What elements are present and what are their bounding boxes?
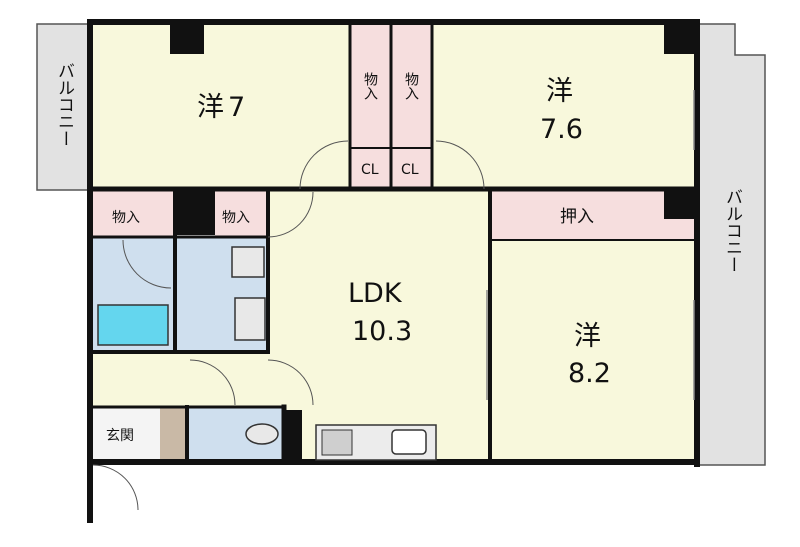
door-swing bbox=[267, 359, 314, 406]
toilet-icon bbox=[245, 423, 279, 445]
southeast-room-kind: 洋 bbox=[574, 321, 601, 352]
closet-4-label: 物入 bbox=[222, 210, 250, 226]
door-swing bbox=[122, 239, 172, 289]
ldk-size: 10.3 bbox=[352, 316, 412, 347]
pillar bbox=[173, 189, 215, 235]
pillar bbox=[170, 24, 204, 54]
west-balcony-label: バルコニー bbox=[54, 62, 74, 147]
door-swing bbox=[189, 359, 236, 406]
west-balcony bbox=[36, 23, 94, 191]
cl-2-area bbox=[391, 149, 432, 189]
west-room-size: 7 bbox=[228, 92, 245, 123]
ldk-kind: LDK bbox=[348, 278, 403, 309]
southeast-room-size: 8.2 bbox=[568, 358, 611, 389]
pillar bbox=[664, 24, 697, 54]
door-swing bbox=[435, 140, 485, 190]
pillar bbox=[664, 189, 697, 219]
oshiire-area bbox=[490, 191, 694, 239]
entrance-label: 玄関 bbox=[106, 427, 134, 444]
closet-3-label: 物入 bbox=[112, 210, 140, 226]
washbasin-icon bbox=[234, 297, 266, 341]
bathtub-icon bbox=[97, 304, 169, 346]
washing-machine-icon bbox=[231, 246, 265, 278]
ldk-floor bbox=[268, 189, 490, 461]
kitchen-sink-icon bbox=[391, 429, 427, 455]
closet-2-area bbox=[391, 24, 432, 147]
cl-1-area bbox=[350, 149, 391, 189]
closet-1-area bbox=[350, 24, 391, 147]
door-swing bbox=[92, 464, 139, 511]
cl-1-label: CL bbox=[361, 162, 379, 178]
east-balcony-label: バルコニー bbox=[722, 188, 742, 273]
closet-4-area bbox=[215, 191, 268, 237]
door-swing bbox=[267, 191, 314, 238]
closet-3-area bbox=[93, 191, 173, 237]
stove-icon bbox=[321, 429, 353, 456]
southeast-room-floor bbox=[490, 241, 694, 461]
cl-2-label: CL bbox=[401, 162, 419, 178]
pillar bbox=[284, 410, 302, 462]
genkan-step bbox=[160, 407, 185, 461]
west-room-floor bbox=[93, 24, 350, 189]
west-room-kind: 洋 bbox=[197, 92, 224, 123]
closet-1-label: 物入 bbox=[362, 72, 378, 100]
door-swing bbox=[299, 140, 349, 190]
northeast-room-kind: 洋 bbox=[546, 76, 573, 107]
oshiire-label: 押入 bbox=[560, 207, 594, 227]
northeast-room-size: 7.6 bbox=[540, 114, 583, 145]
closet-2-label: 物入 bbox=[403, 72, 419, 100]
